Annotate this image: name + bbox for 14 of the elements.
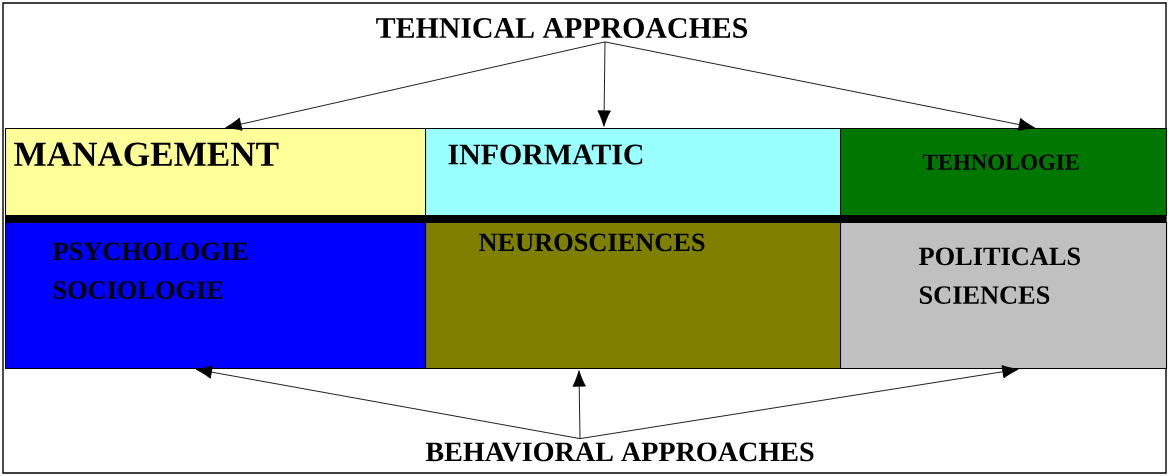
heading-text: BEHAVIORAL APPROACHES xyxy=(425,442,814,462)
category-cell: MANAGEMENT xyxy=(5,128,427,217)
category-cell: PSYCHOLOGIE SOCIOLOGIE xyxy=(5,222,427,370)
category-cell: TEHNOLOGIE xyxy=(840,128,1168,217)
category-cell: INFORMATIC xyxy=(425,128,842,217)
arrow xyxy=(225,41,606,131)
arrow xyxy=(597,41,611,127)
category-cell: NEUROSCIENCES xyxy=(425,222,842,370)
heading-text: TEHNICAL APPROACHES xyxy=(376,17,748,39)
arrow xyxy=(579,365,1019,440)
arrow xyxy=(195,365,581,440)
arrow xyxy=(604,41,1035,132)
arrow xyxy=(572,370,586,440)
category-cell: POLITICALS SCIENCES xyxy=(840,222,1168,370)
